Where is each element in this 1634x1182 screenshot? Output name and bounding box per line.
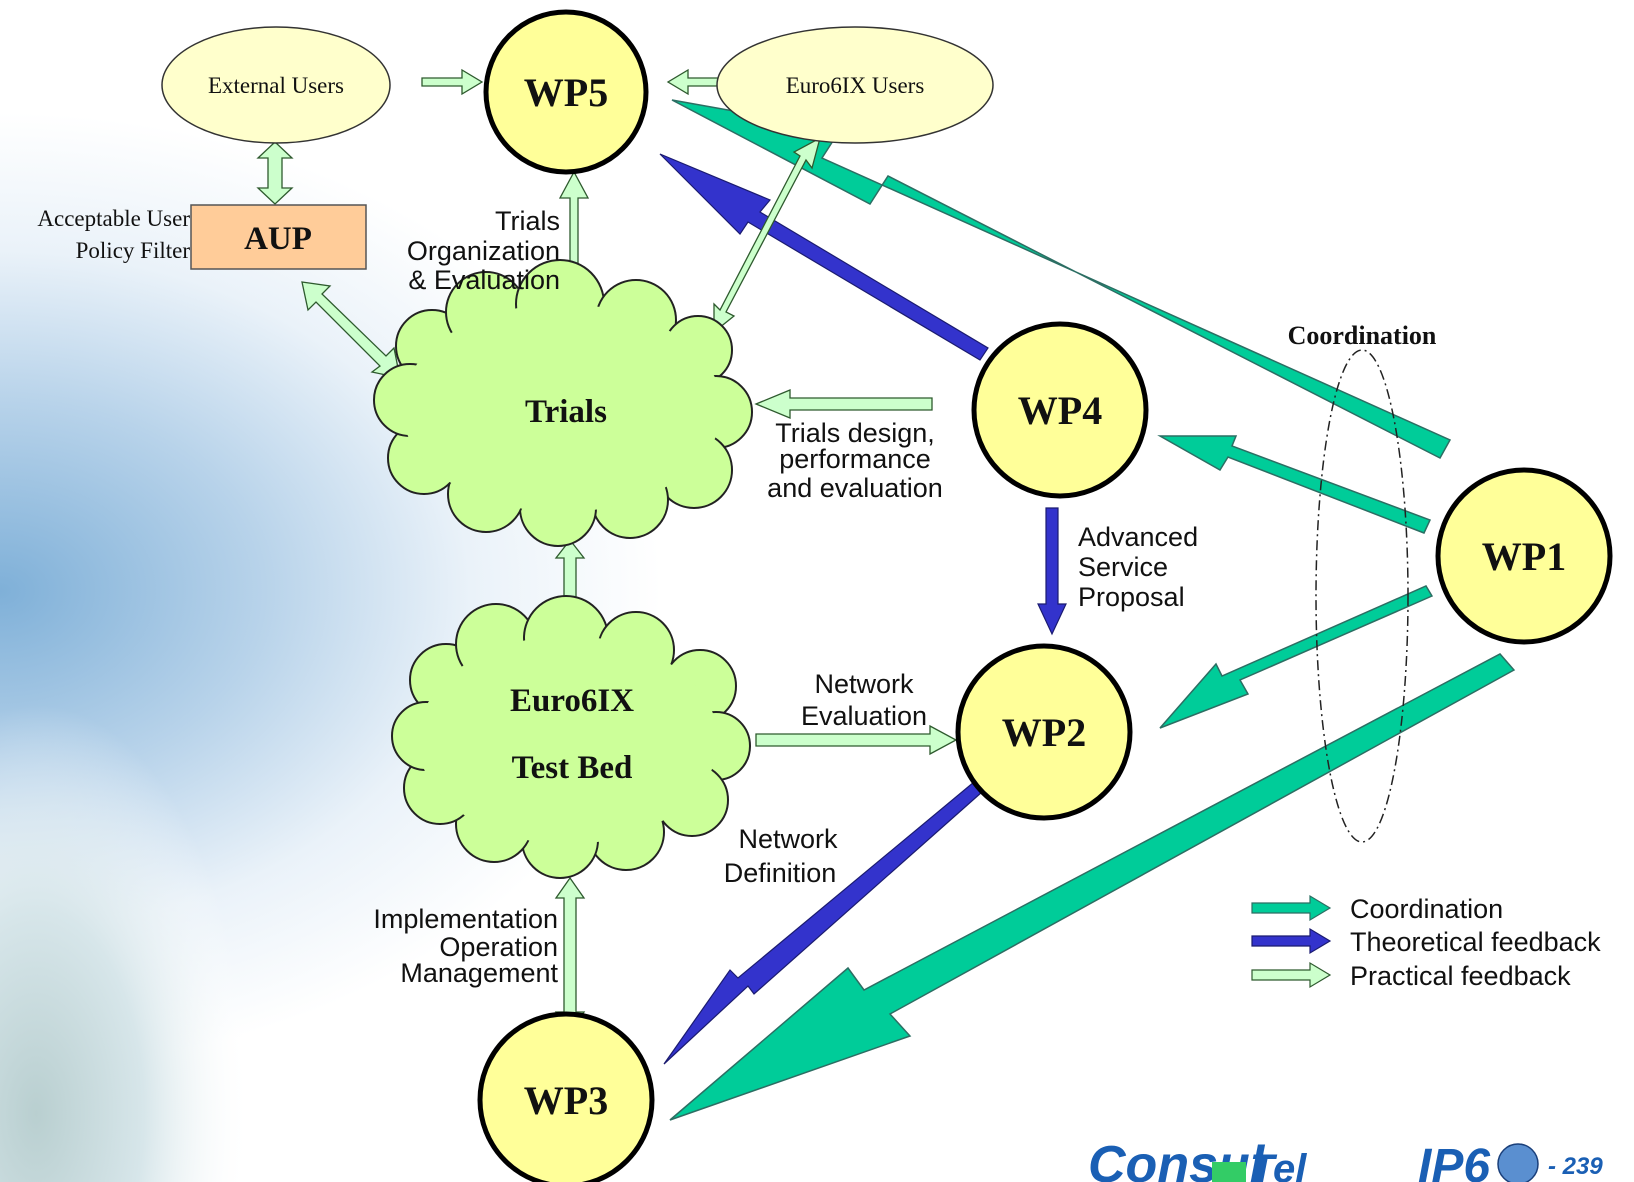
- page-number: - 239: [1548, 1153, 1603, 1180]
- legend-item-coordination: Coordination: [1251, 894, 1503, 924]
- aup-description-line1: Acceptable User: [37, 206, 190, 231]
- coordination-arrow-icon: [1251, 894, 1332, 922]
- external-users-node[interactable]: External Users: [161, 26, 391, 144]
- arrow-wp2-to-wp3: [663, 781, 983, 1065]
- aup-node[interactable]: AUP: [190, 204, 367, 270]
- arrow-wp4-to-trials: [754, 389, 933, 419]
- coordination-arrows: [669, 99, 1516, 1121]
- adv-service-line3: Proposal: [1078, 582, 1185, 612]
- adv-service-line1: Advanced: [1078, 522, 1198, 552]
- adv-service-line2: Service: [1078, 552, 1168, 582]
- trials-org-line1: Trials: [495, 206, 560, 236]
- euro6ix-users-label: Euro6IX Users: [786, 73, 925, 98]
- legend-item-practical: Practical feedback: [1251, 961, 1571, 991]
- arrow-testbed-to-wp2: [755, 724, 958, 756]
- testbed-label-line1: Euro6IX: [510, 683, 634, 719]
- wp2-node[interactable]: WP2: [955, 643, 1133, 821]
- trials-design-line2: performance: [779, 444, 931, 474]
- aup-description-line2: Policy Filter: [76, 238, 191, 263]
- theoretical-arrows: [659, 153, 1067, 1065]
- ipv6-logo: IP6: [1418, 1140, 1490, 1182]
- legend-label-theoretical: Theoretical feedback: [1350, 927, 1601, 957]
- coordination-group-ellipse: [1315, 349, 1409, 843]
- wp1-node[interactable]: WP1: [1435, 467, 1613, 645]
- arrow-wp1-to-wp4: [1157, 435, 1432, 534]
- wp3-node[interactable]: WP3: [477, 1011, 655, 1182]
- arrow-wp4-to-wp2: [1037, 507, 1067, 636]
- trials-label: Trials: [525, 394, 607, 430]
- arrow-wp1-to-wp3: [669, 653, 1516, 1121]
- trials-org-line3: & Evaluation: [408, 265, 560, 295]
- earth-background-image: [0, 500, 360, 1182]
- legend-item-theoretical: Theoretical feedback: [1251, 927, 1601, 957]
- legend-label-coordination: Coordination: [1350, 894, 1503, 924]
- aup-label: AUP: [244, 221, 312, 257]
- footer: Consul Tel IP6 - 239: [1088, 1136, 1603, 1182]
- arrow-wp1-to-wp2: [1159, 585, 1434, 729]
- impl-line2: Operation: [439, 932, 558, 962]
- arrow-external-users-to-wp5: [421, 68, 484, 96]
- arrow-wp4-to-wp5: [659, 153, 989, 361]
- trials-design-line1: Trials design,: [775, 418, 935, 448]
- theoretical-arrow-icon: [1251, 927, 1332, 955]
- net-def-line2: Definition: [724, 858, 837, 888]
- impl-line3: Management: [400, 958, 558, 988]
- net-eval-line2: Evaluation: [801, 701, 927, 731]
- net-def-line1: Network: [738, 824, 838, 854]
- consultintel-logo-tel: Tel: [1250, 1147, 1307, 1182]
- net-eval-line1: Network: [814, 669, 914, 699]
- wp4-node[interactable]: WP4: [971, 321, 1149, 499]
- legend-label-practical: Practical feedback: [1350, 961, 1571, 991]
- practical-arrows: [256, 68, 958, 1034]
- trials-org-line2: Organization: [407, 236, 560, 266]
- wp5-node[interactable]: WP5: [483, 9, 649, 175]
- coordination-group-label: Coordination: [1288, 321, 1437, 350]
- legend: Coordination Theoretical feedback Practi…: [1251, 894, 1601, 991]
- wp4-label: WP4: [1018, 388, 1102, 433]
- consultintel-logo-bar: [1212, 1162, 1246, 1182]
- testbed-label-line2: Test Bed: [512, 750, 633, 786]
- testbed-cloud-node[interactable]: Euro6IX Test Bed: [391, 595, 751, 879]
- trials-cloud-node[interactable]: Trials: [373, 259, 753, 547]
- trials-design-line3: and evaluation: [767, 473, 943, 503]
- wp5-label: WP5: [524, 70, 608, 115]
- edge-labels: Trials Organization & Evaluation Trials …: [373, 206, 1198, 988]
- wp3-label: WP3: [524, 1078, 608, 1123]
- arrow-external-users-aup: [256, 141, 294, 205]
- impl-line1: Implementation: [373, 904, 558, 934]
- wp2-label: WP2: [1002, 710, 1086, 755]
- wp1-label: WP1: [1482, 534, 1566, 579]
- euro6ix-users-node[interactable]: Euro6IX Users: [716, 26, 994, 144]
- practical-arrow-icon: [1251, 961, 1332, 989]
- external-users-label: External Users: [208, 73, 344, 98]
- globe-icon: [1497, 1143, 1539, 1182]
